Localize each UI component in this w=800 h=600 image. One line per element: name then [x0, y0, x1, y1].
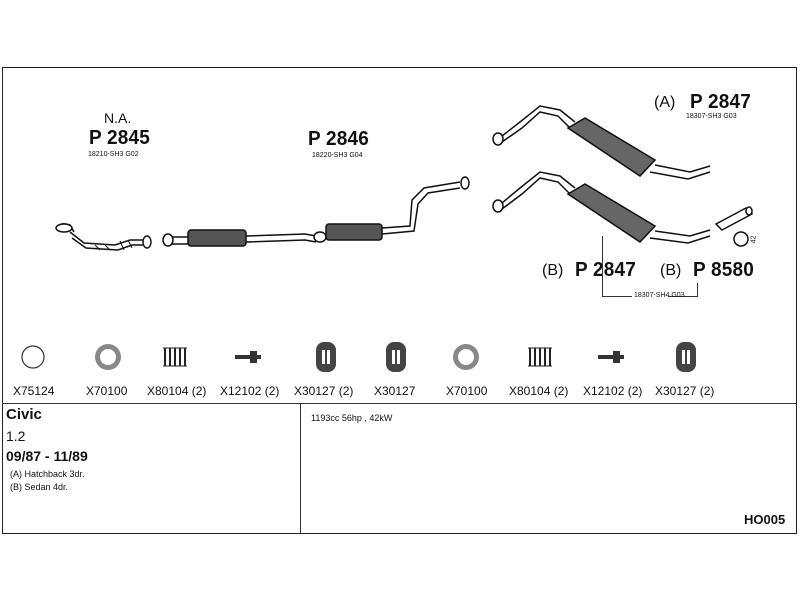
- part-code: X30127 (2): [655, 384, 715, 398]
- part-code: X30127 (2): [294, 384, 354, 398]
- rear-b-bracket-left: [602, 236, 603, 296]
- rear-silencer-b-drawing: [492, 171, 711, 244]
- part-code: X12102 (2): [220, 384, 280, 398]
- rear-a-oem-number: 18307-SH3 G03: [686, 113, 737, 120]
- part-code: X80104 (2): [147, 384, 207, 398]
- variant-a-label: (A) Hatchback 3dr.: [10, 469, 85, 479]
- middle-part-number: P 2846: [308, 128, 370, 150]
- info-column-divider: [300, 403, 301, 533]
- rear-a-part-number: P 2847: [690, 91, 752, 113]
- part-code: X30127: [374, 384, 416, 398]
- front-pipe-oem-number: 18210-SH3 G02: [88, 151, 139, 158]
- rear-b-variant: (B): [542, 262, 564, 279]
- gasket-icon: [453, 344, 479, 370]
- middle-oem-number: 18220-SH3 G04: [312, 152, 363, 159]
- bolt-icon: [235, 351, 261, 363]
- diagram-frame: [2, 67, 797, 534]
- tail-b-part-number: P 8580: [693, 259, 755, 281]
- vehicle-years: 09/87 - 11/89: [6, 448, 88, 464]
- variant-b-label: (B) Sedan 4dr.: [10, 482, 69, 492]
- rear-a-variant: (A): [654, 94, 676, 111]
- part-code: X12102 (2): [583, 384, 643, 398]
- gasket-icon: [95, 344, 121, 370]
- rear-b-bracket-bottom-left: [602, 296, 632, 297]
- rear-b-bracket-right: [697, 283, 698, 296]
- rubber-mount-icon: [386, 342, 406, 372]
- part-code: X70100: [86, 384, 128, 398]
- rear-b-part-number: P 2847: [575, 259, 637, 281]
- part-code: X75124: [13, 384, 55, 398]
- part-code: X70100: [446, 384, 488, 398]
- diagram-code: HO005: [744, 512, 786, 527]
- bolt-icon: [598, 351, 624, 363]
- ring-icon: [21, 345, 45, 369]
- vehicle-engine: 1.2: [6, 428, 26, 444]
- tail-b-variant: (B): [660, 262, 682, 279]
- rear-silencer-a-drawing: [492, 105, 711, 180]
- rear-b-bracket-bottom-right: [668, 296, 698, 297]
- info-divider: [2, 403, 797, 404]
- front-pipe-part-number: P 2845: [89, 127, 151, 149]
- rear-b-oem-number: 18307-SH4 G03: [634, 292, 685, 299]
- middle-section-drawing: [162, 176, 470, 247]
- tail-pipe-drawing: [714, 206, 754, 247]
- front-pipe-drawing: [55, 222, 152, 251]
- na-label: N.A.: [104, 110, 132, 126]
- rubber-mount-icon: [316, 342, 336, 372]
- part-code: X80104 (2): [509, 384, 569, 398]
- rubber-mount-icon: [676, 342, 696, 372]
- engine-spec: 1193cc 56hp , 42kW: [311, 413, 393, 423]
- vehicle-model: Civic: [6, 406, 42, 423]
- spring-icon: [528, 347, 552, 367]
- spring-icon: [163, 347, 187, 367]
